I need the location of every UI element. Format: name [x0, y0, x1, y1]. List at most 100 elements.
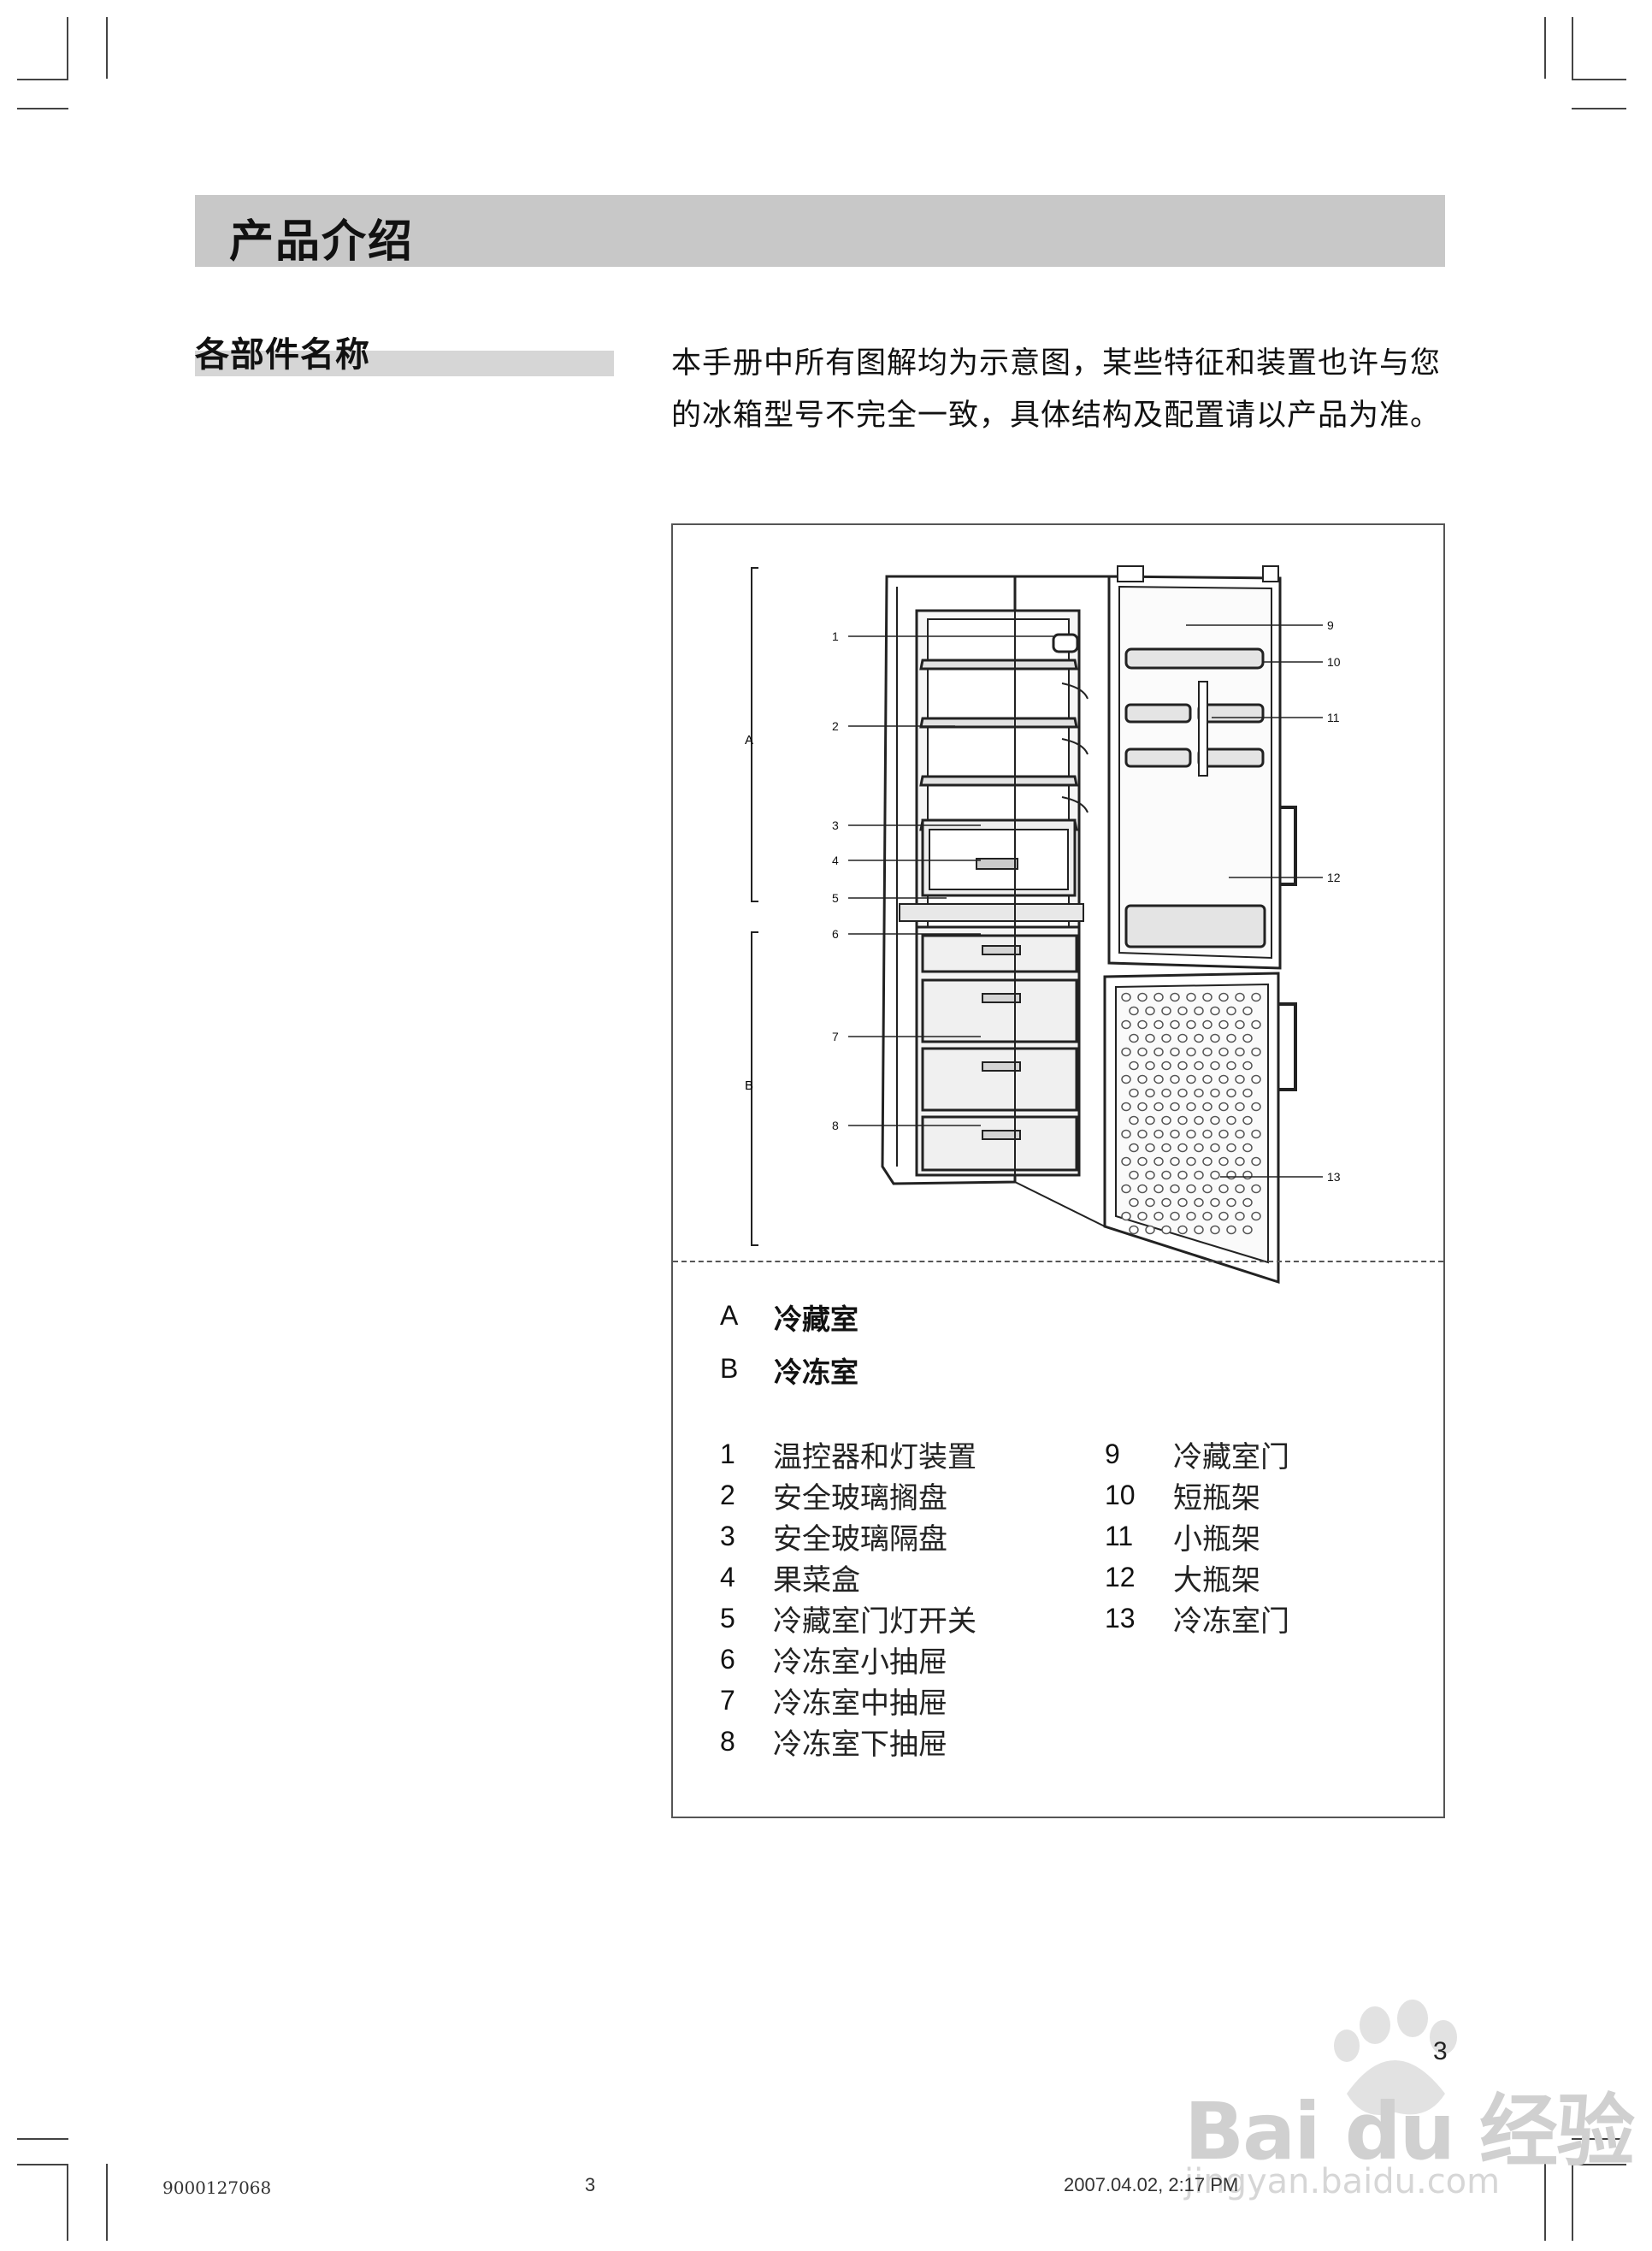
- dimple: [1153, 992, 1164, 1002]
- dimple: [1226, 1115, 1236, 1126]
- part-number: 13: [1105, 1603, 1136, 1634]
- callout-13: 13: [1327, 1170, 1341, 1184]
- dimple: [1226, 1033, 1236, 1043]
- zone-label-a: A: [745, 733, 753, 747]
- dimple: [1218, 1019, 1229, 1030]
- dimple: [1210, 1197, 1220, 1208]
- dimple: [1137, 1129, 1148, 1139]
- dimple: [1137, 1211, 1148, 1221]
- dimple: [1186, 1074, 1196, 1084]
- page-title: 产品介绍: [229, 216, 415, 268]
- dimple: [1202, 1211, 1212, 1221]
- dimple: [1177, 1033, 1188, 1043]
- section-underline: [195, 351, 614, 376]
- dimple: [1210, 1088, 1220, 1098]
- callout-numbers: 1 2 3 4 5 6 7 8 9 10 11 12 13: [832, 618, 1341, 1184]
- dimple: [1218, 1129, 1229, 1139]
- dimple: [1177, 1006, 1188, 1016]
- dimple: [1218, 1074, 1229, 1084]
- dimple: [1186, 1047, 1196, 1057]
- crop-mark: [106, 2164, 108, 2241]
- dimple: [1121, 992, 1131, 1002]
- doc-number: 9000127068: [162, 2177, 272, 2198]
- dimple: [1194, 1170, 1204, 1180]
- callout-2: 2: [832, 719, 839, 733]
- dimple: [1177, 1197, 1188, 1208]
- door-dimple-pattern: [1121, 992, 1261, 1235]
- dimple: [1218, 992, 1229, 1002]
- part-label: 冷藏室门: [1173, 1440, 1289, 1474]
- dimple: [1161, 1033, 1171, 1043]
- dimple: [1235, 1184, 1245, 1194]
- dimple: [1177, 1225, 1188, 1235]
- page-number: 3: [1433, 2037, 1448, 2065]
- part-label: 安全玻璃隔盘: [773, 1522, 947, 1557]
- dimple: [1161, 1197, 1171, 1208]
- dimple: [1129, 1033, 1139, 1043]
- dimple: [1210, 1170, 1220, 1180]
- dimple: [1235, 1019, 1245, 1030]
- dimple: [1202, 1156, 1212, 1167]
- dimple: [1129, 1143, 1139, 1153]
- dimple: [1137, 1074, 1148, 1084]
- dimple: [1226, 1170, 1236, 1180]
- dimple: [1161, 1170, 1171, 1180]
- dimple: [1129, 1006, 1139, 1016]
- dimple: [1161, 1225, 1171, 1235]
- part-label: 果菜盒: [773, 1563, 860, 1598]
- footer-timestamp: 2007.04.02, 2:17 PM: [1064, 2174, 1239, 2195]
- dimple: [1145, 1061, 1155, 1071]
- part-number: 7: [720, 1685, 735, 1716]
- dimple: [1242, 1088, 1253, 1098]
- part-number: 3: [720, 1521, 735, 1551]
- part-number: 10: [1105, 1480, 1136, 1510]
- crop-mark: [1572, 2164, 1573, 2241]
- dimple: [1121, 1156, 1131, 1167]
- crop-mark: [1544, 17, 1546, 79]
- dimple: [1202, 1074, 1212, 1084]
- dimple: [1226, 1088, 1236, 1098]
- crop-mark: [1544, 2164, 1546, 2241]
- dimple: [1186, 1102, 1196, 1112]
- dimple: [1129, 1115, 1139, 1126]
- dimple: [1194, 1033, 1204, 1043]
- dimple: [1235, 1129, 1245, 1139]
- dimple: [1170, 1047, 1180, 1057]
- dimple: [1235, 1102, 1245, 1112]
- dimple: [1242, 1006, 1253, 1016]
- dimple: [1202, 1047, 1212, 1057]
- dimple: [1145, 1115, 1155, 1126]
- part-number: 8: [720, 1726, 735, 1757]
- crop-mark: [67, 17, 68, 79]
- crop-mark: [1572, 79, 1626, 80]
- dimple: [1218, 1102, 1229, 1112]
- dimple: [1186, 992, 1196, 1002]
- dimple: [1251, 1074, 1261, 1084]
- dimple: [1170, 1129, 1180, 1139]
- dimple: [1170, 1211, 1180, 1221]
- dimple: [1129, 1197, 1139, 1208]
- crop-mark: [17, 2138, 68, 2140]
- dimple: [1218, 1156, 1229, 1167]
- dimple: [1121, 1102, 1131, 1112]
- dimple: [1137, 1184, 1148, 1194]
- dimple: [1194, 1143, 1204, 1153]
- part-label: 小瓶架: [1173, 1522, 1260, 1557]
- dimple: [1186, 1184, 1196, 1194]
- dimple: [1226, 1197, 1236, 1208]
- intro-line-1: 本手册中所有图解均为示意图，某些特征和装置也许与您: [671, 346, 1442, 381]
- dimple: [1153, 1184, 1164, 1194]
- dimple: [1186, 1211, 1196, 1221]
- dimple: [1242, 1143, 1253, 1153]
- dimple: [1235, 1211, 1245, 1221]
- part-label: 温控器和灯装置: [773, 1440, 976, 1474]
- header-bar: 产品介绍: [195, 195, 1445, 268]
- callout-9: 9: [1327, 618, 1334, 632]
- watermark-url: jingyan.baidu.com: [1184, 2162, 1501, 2201]
- dimple: [1194, 1088, 1204, 1098]
- dimple: [1170, 1102, 1180, 1112]
- figure-box: A B 1 2 3 4 5 6 7 8 9 10: [671, 523, 1445, 1818]
- callout-10: 10: [1327, 655, 1341, 669]
- callout-4: 4: [832, 854, 839, 867]
- crop-mark: [1572, 17, 1573, 79]
